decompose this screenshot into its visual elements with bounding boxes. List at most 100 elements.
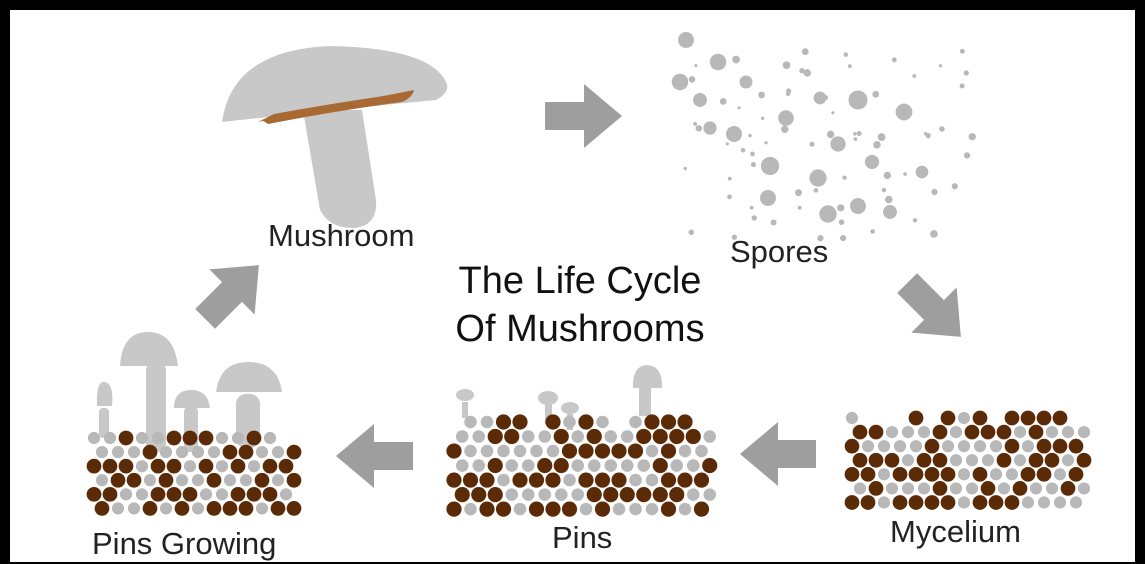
substrate-particle	[160, 446, 172, 458]
substrate-particle	[974, 440, 986, 452]
mycelium-particle	[1061, 481, 1076, 496]
substrate-particle	[1062, 454, 1074, 466]
substrate-particle	[522, 430, 535, 443]
substrate-particle	[958, 412, 970, 424]
mycelium-particle	[628, 443, 643, 458]
pins-growing-illustration	[87, 332, 302, 516]
mycelium-particle	[545, 502, 560, 517]
mycelium-particle	[231, 459, 246, 474]
mycelium-particle	[529, 472, 544, 487]
substrate-particle	[456, 430, 469, 443]
substrate-particle	[588, 459, 601, 472]
spore-small	[878, 133, 886, 141]
spore-small	[795, 189, 802, 196]
substrate-particle	[136, 488, 148, 500]
mycelium-particle	[1045, 453, 1060, 468]
substrate-particle	[176, 474, 188, 486]
substrate-particle	[1038, 496, 1050, 508]
spore-small	[809, 142, 814, 147]
spore-small	[885, 196, 893, 204]
mycelium-particle	[869, 453, 884, 468]
substrate-particle	[538, 430, 551, 443]
spore-small	[912, 74, 916, 78]
mycelium-particle	[127, 473, 142, 488]
mycelium-particle	[279, 459, 294, 474]
substrate-particle	[629, 416, 642, 429]
mycelium-particle	[151, 487, 166, 502]
spore	[693, 93, 707, 107]
mycelium-particle	[263, 487, 278, 502]
mycelium-particle	[199, 431, 214, 446]
spore-small	[693, 122, 697, 126]
spore-small	[837, 204, 844, 211]
mycelium-particle	[603, 487, 618, 502]
mycelium-particle	[893, 467, 908, 482]
mycelium-particle	[669, 429, 684, 444]
substrate-particle	[646, 445, 659, 458]
substrate-particle	[580, 503, 593, 516]
spore-small	[892, 57, 897, 62]
mycelium-particle	[909, 411, 924, 426]
spore-small	[839, 219, 845, 225]
substrate-particle	[1046, 426, 1058, 438]
substrate-particle	[637, 459, 650, 472]
spore	[850, 198, 866, 214]
substrate-particle	[1014, 426, 1026, 438]
spore-small	[969, 133, 976, 140]
substrate-particle	[878, 496, 890, 508]
spore-small	[802, 48, 809, 55]
spore-small	[771, 219, 777, 225]
substrate-particle	[670, 459, 683, 472]
mycelium-particle	[677, 472, 692, 487]
substrate-particle	[902, 482, 914, 494]
substrate-particle	[264, 432, 276, 444]
mycelium-particle	[973, 495, 988, 510]
mycelium-particle	[545, 472, 560, 487]
spore-small	[924, 132, 927, 135]
mycelium-particle	[973, 467, 988, 482]
mycelium-particle	[183, 431, 198, 446]
mycelium-particle	[853, 425, 868, 440]
mycelium-particle	[973, 411, 988, 426]
mycelium-particle	[861, 495, 876, 510]
substrate-particle	[505, 488, 518, 501]
spore-small	[752, 215, 757, 220]
substrate-particle	[472, 430, 485, 443]
mycelium-particle	[694, 502, 709, 517]
mycelium-particle	[997, 453, 1012, 468]
mycelium-particle	[925, 467, 940, 482]
mycelium-particle	[885, 453, 900, 468]
mycelium-particle	[653, 487, 668, 502]
mycelium-particle	[545, 414, 560, 429]
mycelium-particle	[611, 443, 626, 458]
substrate-particle	[621, 459, 634, 472]
spore	[809, 169, 826, 186]
mycelium-particle	[869, 425, 884, 440]
substrate-particle	[563, 474, 576, 487]
mycelium-particle	[661, 443, 676, 458]
arrow-mycelium-to-pins	[740, 422, 816, 486]
substrate-particle	[878, 440, 890, 452]
title-line-1: The Life Cycle	[410, 258, 750, 306]
mycelium-particle	[287, 473, 302, 488]
mycelium-particle	[661, 472, 676, 487]
substrate-particle	[464, 445, 477, 458]
spore	[726, 126, 742, 142]
arrow-pins-to-growing	[336, 424, 413, 488]
substrate-particle	[104, 432, 116, 444]
mycelium-particle	[636, 487, 651, 502]
arrow-mushroom-to-spores	[545, 84, 622, 148]
substrate-particle	[687, 459, 700, 472]
mycelium-particle	[1069, 467, 1084, 482]
substrate-particle	[894, 440, 906, 452]
spore-small	[939, 126, 944, 131]
substrate-particle	[200, 488, 212, 500]
substrate-particle	[522, 488, 535, 501]
spore	[896, 104, 913, 121]
spore-small	[960, 83, 965, 88]
spore-small	[696, 125, 702, 131]
substrate-particle	[629, 474, 642, 487]
substrate-particle	[563, 416, 576, 429]
mycelium-particle	[595, 443, 610, 458]
substrate-particle	[192, 446, 204, 458]
